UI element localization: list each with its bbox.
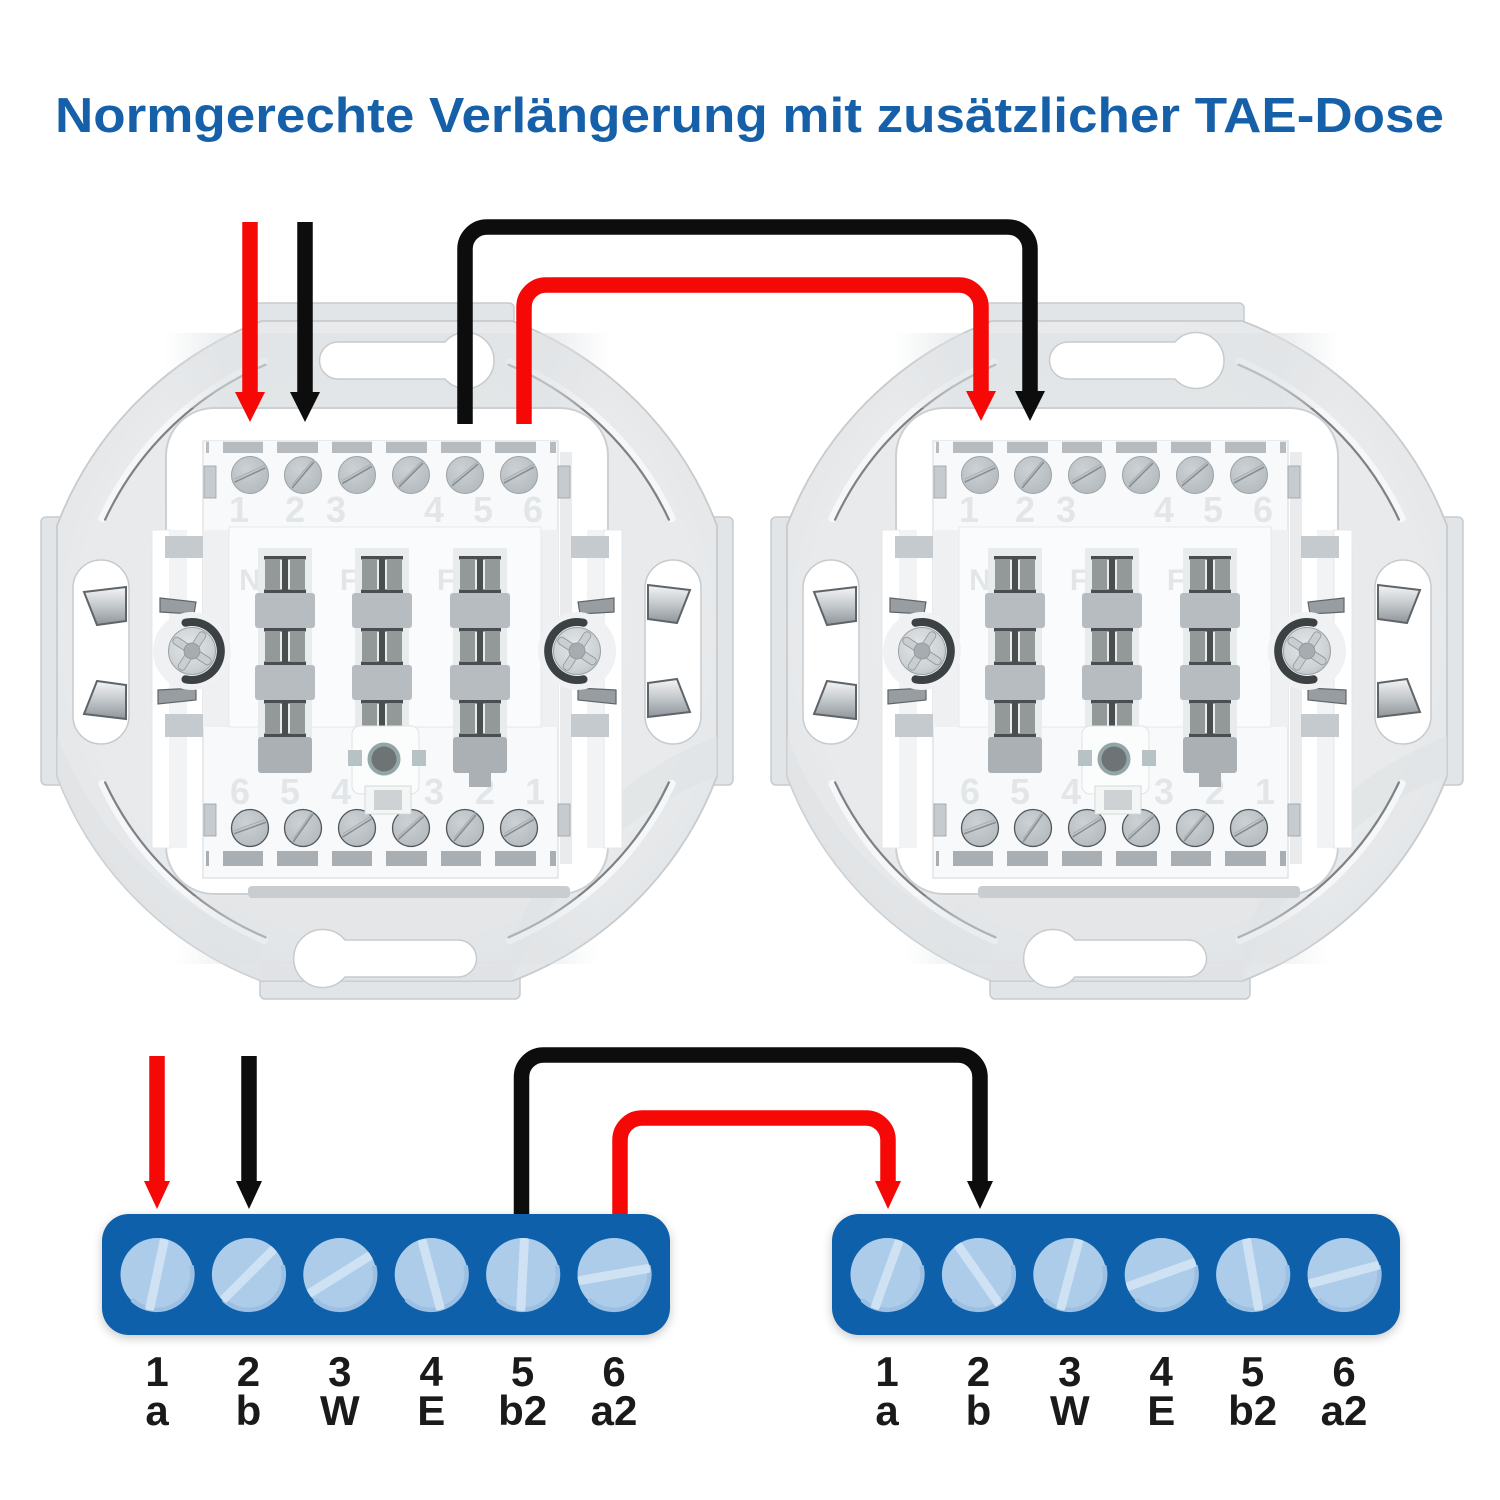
svg-text:Normgerechte Verlängerung mit: Normgerechte Verlängerung mit zusätzlich…	[55, 89, 1444, 143]
